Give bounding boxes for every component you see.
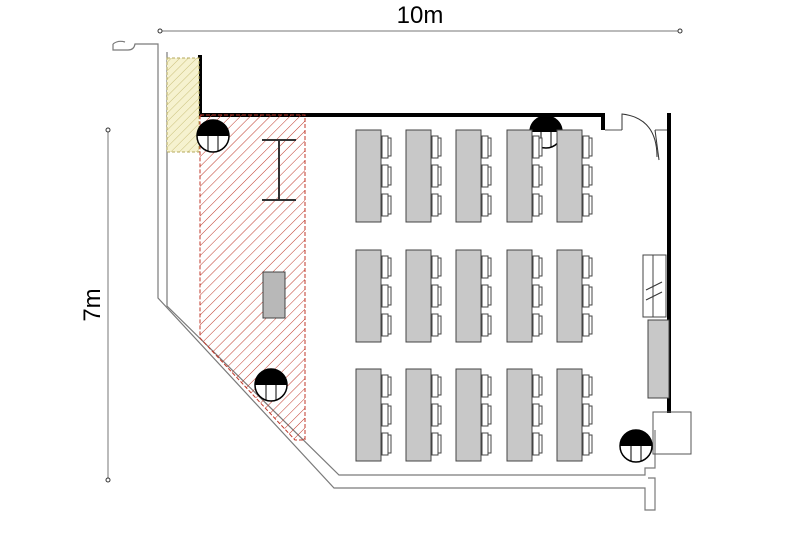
chair (431, 135, 442, 159)
desk-set (405, 129, 442, 223)
chair (431, 313, 442, 337)
chair (582, 135, 593, 159)
chair (381, 135, 392, 159)
chair (582, 284, 593, 308)
desk-set (556, 249, 593, 343)
desk-set (455, 368, 492, 462)
chair (431, 255, 442, 279)
chair (381, 313, 392, 337)
chair (381, 403, 392, 427)
desk (405, 129, 432, 223)
chair (381, 193, 392, 217)
desk-set (506, 129, 543, 223)
chair (431, 374, 442, 398)
chair (532, 255, 543, 279)
chair (431, 164, 442, 188)
chair (431, 193, 442, 217)
chair (381, 374, 392, 398)
whiteboard-cabinet (642, 254, 670, 399)
chair (532, 164, 543, 188)
desk-set (355, 129, 392, 223)
desk-set (455, 129, 492, 223)
chair (481, 403, 492, 427)
chair (431, 432, 442, 456)
chair (481, 164, 492, 188)
desk (355, 368, 382, 462)
chair (481, 432, 492, 456)
width-dimension: 10m (157, 2, 683, 34)
desk-set (405, 368, 442, 462)
desk (355, 249, 382, 343)
stage-area (199, 114, 306, 441)
chair (532, 403, 543, 427)
chair (381, 284, 392, 308)
chair (532, 374, 543, 398)
chair (381, 255, 392, 279)
desk (455, 368, 482, 462)
chair (582, 255, 593, 279)
desk-set (506, 249, 543, 343)
desk-set (455, 249, 492, 343)
pillar-icon (619, 429, 653, 463)
desk (506, 249, 533, 343)
chair (582, 374, 593, 398)
chair (582, 432, 593, 456)
chair (582, 313, 593, 337)
desk (355, 129, 382, 223)
chair (481, 374, 492, 398)
height-dimension: 7m (79, 127, 111, 483)
desk-set (355, 249, 392, 343)
chair (532, 313, 543, 337)
pillar-icon (196, 119, 230, 153)
chair (481, 284, 492, 308)
desk (455, 249, 482, 343)
chair (481, 313, 492, 337)
screen-icon (262, 139, 296, 201)
chair (582, 193, 593, 217)
chair (431, 403, 442, 427)
desk-set (556, 129, 593, 223)
desk (556, 368, 583, 462)
desk-set (506, 368, 543, 462)
chair (481, 255, 492, 279)
desk (405, 368, 432, 462)
desk (556, 129, 583, 223)
desk-set (355, 368, 392, 462)
storage-hatch-area (166, 57, 200, 153)
chair (532, 135, 543, 159)
outer-walls (112, 40, 656, 511)
chair (381, 164, 392, 188)
chair (582, 403, 593, 427)
chair (532, 284, 543, 308)
desk (506, 368, 533, 462)
chair (431, 284, 442, 308)
chair (481, 193, 492, 217)
width-label: 10m (397, 2, 444, 29)
chair (532, 193, 543, 217)
door (621, 113, 660, 161)
desk (506, 129, 533, 223)
desk (556, 249, 583, 343)
pillars (196, 115, 653, 463)
lectern-table (262, 271, 286, 319)
height-label: 7m (79, 288, 106, 321)
column-box (605, 129, 692, 455)
chair (532, 432, 543, 456)
chair (481, 135, 492, 159)
desk (455, 129, 482, 223)
desk-set (556, 368, 593, 462)
desk (405, 249, 432, 343)
table-grid (355, 129, 593, 462)
desk-set (405, 249, 442, 343)
chair (582, 164, 593, 188)
chair (381, 432, 392, 456)
pillar-icon (254, 368, 288, 402)
